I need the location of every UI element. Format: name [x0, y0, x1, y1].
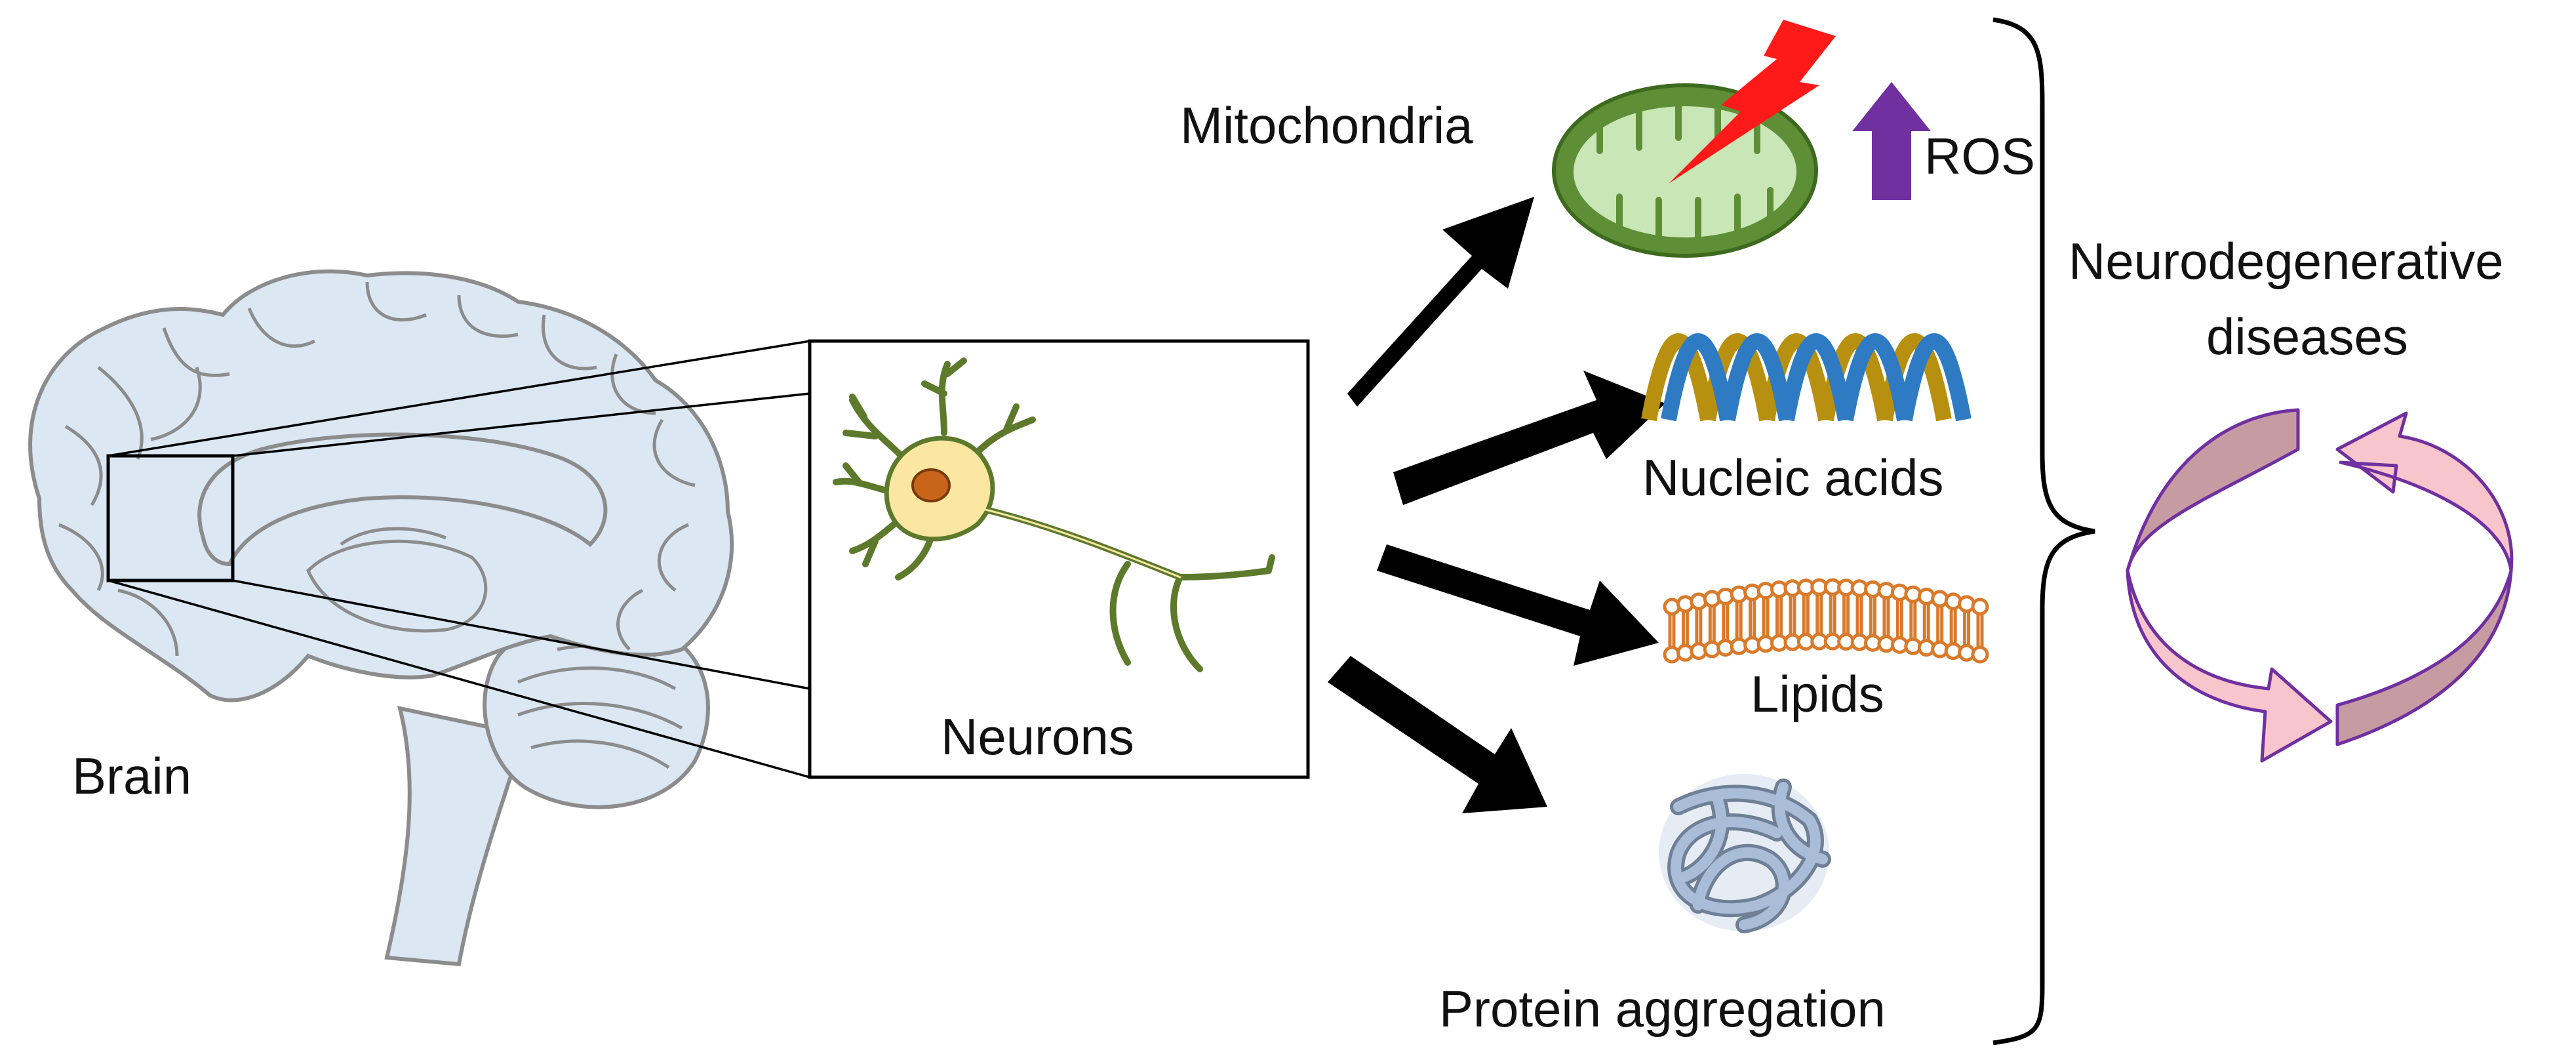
arrow-to-mitochondria	[1347, 197, 1534, 407]
lipid-head	[1971, 645, 1989, 664]
neuron-illustration	[833, 357, 1275, 672]
cycle-arrows-icon	[2126, 408, 2514, 763]
corpus-callosum	[197, 432, 608, 567]
lipid-bilayer-icon	[1663, 578, 1989, 664]
cycle-arrow-lower	[2126, 569, 2333, 763]
arrow-to-protein	[1328, 656, 1547, 813]
disease-label-line1: Neurodegenerative	[2069, 232, 2503, 290]
neurons-label: Neurons	[941, 708, 1134, 765]
disease-label-line2: diseases	[2206, 308, 2408, 365]
cerebellum-folds	[517, 644, 683, 769]
zoom-connector-lines	[108, 340, 810, 779]
brain-stem	[384, 706, 527, 967]
lipid-head	[1971, 598, 1989, 616]
protein-aggregate-icon	[1659, 774, 1831, 933]
ros-label: ROS	[1924, 127, 2035, 185]
curly-brace	[1992, 17, 2095, 1046]
neuron-box	[808, 339, 1310, 779]
neuron-nucleus	[911, 468, 951, 502]
arrow-to-nucleic-acids	[1393, 371, 1665, 505]
lightning-icon	[1669, 20, 1836, 184]
ros-up-arrow-icon	[1852, 82, 1931, 200]
nucleic-acids-label: Nucleic acids	[1642, 449, 1944, 506]
cycle-band-lower	[2335, 569, 2513, 746]
brain-label: Brain	[72, 747, 191, 805]
cycle-band-upper	[2126, 408, 2300, 573]
brain-gyri	[58, 281, 696, 657]
brain-illustration	[28, 269, 734, 967]
dna-helix-icon	[1641, 333, 1972, 422]
cycle-arrow-upper	[2335, 411, 2514, 573]
thalamus	[306, 539, 488, 633]
protein-aggregation-label: Protein aggregation	[1439, 980, 1886, 1038]
mitochondria-label: Mitochondria	[1180, 96, 1473, 154]
black-arrows	[1328, 197, 1665, 813]
arrow-to-lipids	[1377, 544, 1659, 666]
inner-fold	[340, 527, 446, 546]
lipids-label: Lipids	[1751, 665, 1884, 723]
brain-zoom-box	[106, 454, 235, 582]
